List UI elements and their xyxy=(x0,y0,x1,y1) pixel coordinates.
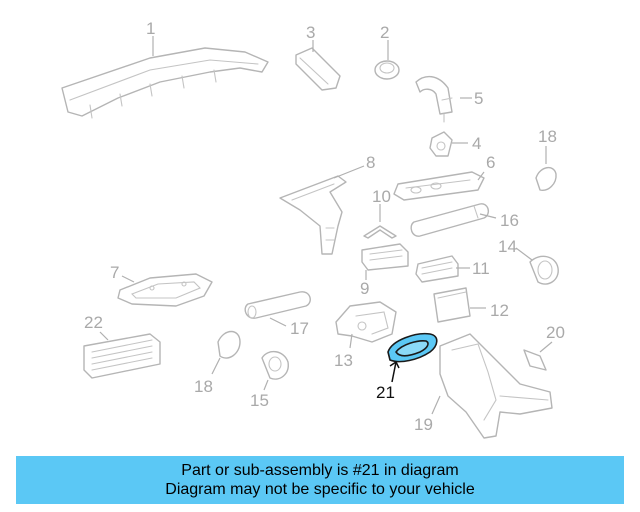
callout-13: 13 xyxy=(334,351,353,370)
banner-line-1: Part or sub-assembly is #21 in diagram xyxy=(181,462,459,479)
callout-20: 20 xyxy=(546,323,565,342)
callout-8: 8 xyxy=(366,153,375,172)
info-banner: Part or sub-assembly is #21 in diagram D… xyxy=(16,456,624,504)
leader-lines xyxy=(99,36,553,415)
callout-2: 2 xyxy=(380,23,389,42)
part-5-tube xyxy=(415,75,453,123)
part-3-bracket xyxy=(295,47,341,91)
callout-19: 19 xyxy=(414,415,433,434)
part-21-highlighted[interactable] xyxy=(387,332,438,363)
part-19-floor-duct xyxy=(439,333,553,439)
banner-line-2: Diagram may not be specific to your vehi… xyxy=(165,481,475,498)
callout-5: 5 xyxy=(474,89,483,108)
part-8-side-duct xyxy=(279,175,347,255)
part-17-tube xyxy=(244,291,311,319)
callout-18-bottom: 18 xyxy=(194,377,213,396)
part-10-clip xyxy=(363,225,397,239)
part-11-grille xyxy=(415,255,459,283)
part-7-tray xyxy=(117,273,213,307)
callout-12: 12 xyxy=(490,301,509,320)
part-12-box-vent xyxy=(433,287,471,323)
part-9-center-vent xyxy=(361,243,409,271)
part-2-cap xyxy=(374,60,400,80)
callout-15: 15 xyxy=(250,391,269,410)
callout-10: 10 xyxy=(372,187,391,206)
callout-14: 14 xyxy=(498,237,517,256)
part-20-flap xyxy=(523,349,547,371)
callout-6: 6 xyxy=(486,153,495,172)
callout-4: 4 xyxy=(472,134,481,153)
callout-9: 9 xyxy=(360,279,369,298)
part-22-vent-unit xyxy=(83,333,161,379)
part-1-dash-duct xyxy=(61,47,269,119)
part-6-center-duct xyxy=(393,171,485,201)
part-4-connector xyxy=(429,131,453,157)
callout-16: 16 xyxy=(500,211,519,230)
callout-1: 1 xyxy=(146,19,155,38)
callout-18-top: 18 xyxy=(538,127,557,146)
part-16-tube xyxy=(410,203,490,237)
callout-7: 7 xyxy=(110,263,119,282)
callout-3: 3 xyxy=(306,23,315,42)
part-15-round-vent xyxy=(261,351,289,380)
callout-21: 21 xyxy=(376,383,395,402)
callout-22: 22 xyxy=(84,313,103,332)
part-14-round-vent xyxy=(529,255,559,285)
part-18-cover-bottom xyxy=(217,330,241,359)
part-13-housing xyxy=(335,301,397,343)
part-18-cover-top xyxy=(535,167,557,191)
callout-17: 17 xyxy=(290,319,309,338)
callout-11: 11 xyxy=(472,259,490,278)
parts-diagram: 1 2 3 4 5 6 7 8 9 10 11 12 13 14 15 16 1… xyxy=(61,19,565,439)
